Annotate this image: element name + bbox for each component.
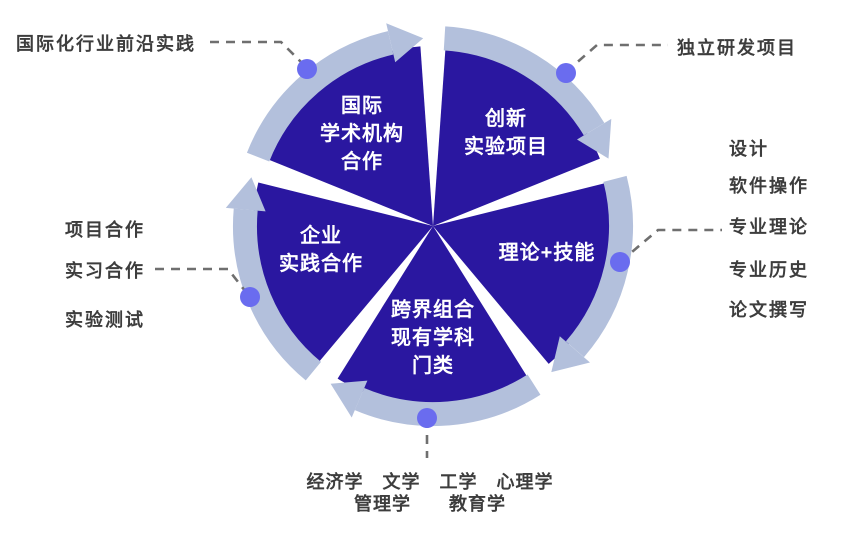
callout-software-operation: 软件操作 (729, 176, 809, 196)
segment-label-line: 理论+技能 (498, 242, 596, 264)
callout-connector-line (565, 43, 668, 73)
segment-label-line: 实践合作 (279, 253, 363, 275)
callout-professional-theory: 专业理论 (729, 217, 809, 237)
cycle-arrow-arc (246, 31, 394, 162)
segment-label-line: 实验项目 (464, 136, 548, 158)
callout-connector-line (155, 267, 251, 297)
clockwise-arrowhead-icon (330, 380, 368, 418)
cycle-arrow-arc (354, 374, 541, 427)
cycle-arrow-arc (443, 26, 605, 136)
callout-connector-line (619, 228, 722, 263)
clockwise-arrowhead-icon (551, 336, 590, 373)
segment-label-cross-discipline: 跨界组合 现有学科 门类 (391, 296, 475, 380)
connector-dot (417, 408, 437, 428)
segment-label-line: 企业 (300, 225, 342, 247)
connector-dot (610, 252, 630, 272)
segment-wedge-cross-discipline-combination (337, 226, 529, 406)
callout-project-cooperation: 项目合作 (65, 220, 145, 240)
segment-label-line: 创新 (485, 108, 527, 130)
segment-label-line: 合作 (341, 151, 383, 173)
callout-connector-line (210, 40, 306, 67)
callout-disciplines-row-2: 管理学 教育学 (354, 494, 506, 514)
segment-label-enterprise-practice: 企业 实践合作 (279, 222, 363, 278)
connector-dot (297, 59, 317, 79)
callout-internship-cooperation: 实习合作 (65, 261, 145, 281)
segment-label-international-academic: 国际 学术机构 合作 (320, 92, 404, 176)
connector-dot (556, 63, 576, 83)
segment-label-line: 国际 (341, 95, 383, 117)
segment-wedge-theory-plus-skills (433, 182, 614, 364)
segment-label-line: 门类 (412, 355, 454, 377)
clockwise-arrowhead-icon (386, 23, 424, 63)
segment-wedge-enterprise-practice-cooperation (252, 182, 433, 364)
connector-dot (240, 287, 260, 307)
callout-experiment-testing: 实验测试 (65, 310, 145, 330)
clockwise-arrowhead-icon (225, 177, 266, 212)
segment-label-theory-skills: 理论+技能 (499, 239, 596, 267)
segment-label-line: 跨界组合 (391, 299, 475, 321)
callout-international-industry-practice: 国际化行业前沿实践 (16, 34, 196, 54)
segment-wedge-international-academic-cooperation (266, 46, 433, 227)
segment-label-innovation-experiment: 创新 实验项目 (464, 105, 548, 161)
callout-disciplines-row-1: 经济学 文学 工学 心理学 (306, 472, 554, 492)
clockwise-arrowhead-icon (577, 118, 612, 159)
callout-independent-rnd-project: 独立研发项目 (677, 38, 797, 58)
callout-design: 设计 (729, 139, 769, 159)
callout-professional-history: 专业历史 (729, 260, 809, 280)
segment-label-line: 现有学科 (391, 327, 475, 349)
callout-thesis-writing: 论文撰写 (729, 300, 809, 320)
segment-label-line: 学术机构 (320, 123, 404, 145)
segment-wedge-innovation-experiment-projects (433, 46, 600, 227)
